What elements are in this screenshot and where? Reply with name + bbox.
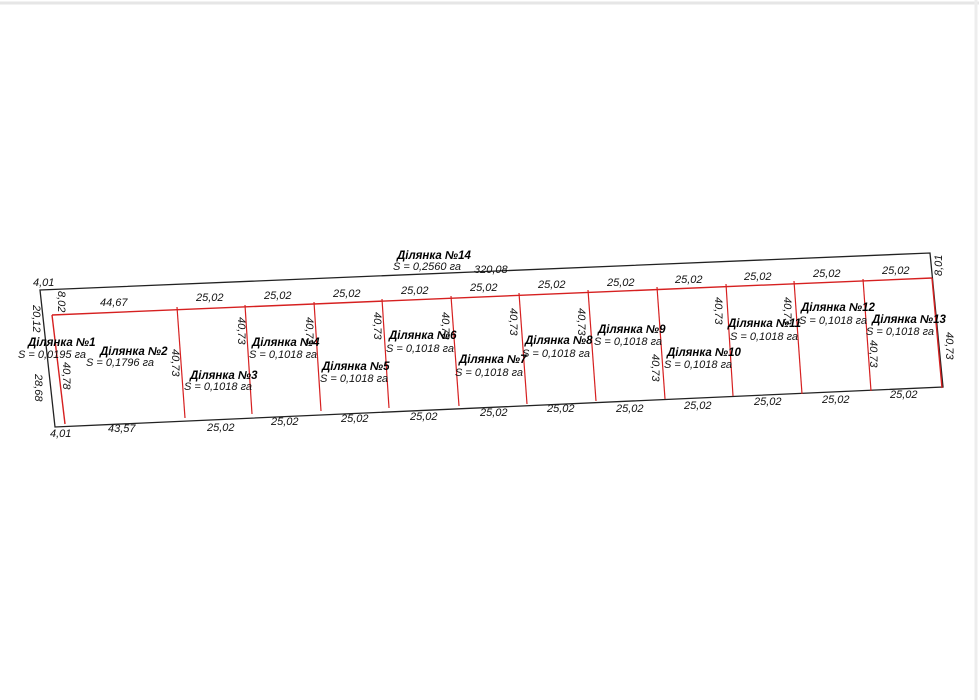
plot-name-9: Ділянка №9 [597, 324, 666, 336]
plot-divider-line [862, 278, 872, 392]
dim-top-segment: 25,02 [469, 282, 498, 294]
dim-depth: 40,73 [781, 297, 793, 325]
dim-left-top: 8,02 [55, 291, 67, 312]
dim-top-segment: 25,02 [812, 268, 841, 280]
dim-bottom-segment: 25,02 [753, 396, 782, 408]
plot-divider-line [381, 298, 390, 409]
dim-top-segment: 25,02 [263, 290, 292, 302]
plot-name-1: Ділянка №1 [27, 337, 96, 349]
plot-labels: Ділянка №14 S = 0,2560 га Ділянка №1 S =… [18, 250, 947, 393]
dim-bottom-segment: 25,02 [615, 403, 644, 415]
dim-depth: 40,73 [712, 297, 724, 325]
dim-top-segment: 25,02 [674, 274, 703, 286]
plot-area-13: S = 0,1018 га [866, 326, 934, 338]
dim-left-lower: 28,68 [32, 373, 44, 402]
plot-name-10: Ділянка №10 [666, 347, 742, 359]
plot-name-8: Ділянка №8 [524, 335, 593, 347]
dim-bottom-left-corner: 4,01 [50, 428, 71, 440]
plot-area-6: S = 0,1018 га [386, 343, 454, 355]
dim-bottom-segment: 25,02 [409, 411, 438, 423]
plot-divider-line [656, 286, 666, 400]
plot-area-11: S = 0,1018 га [730, 331, 798, 343]
dim-depth: 40,73 [169, 349, 181, 377]
dim-depth: 40,73 [235, 317, 247, 345]
dim-bottom-segment: 25,02 [546, 403, 575, 415]
dim-top-left-corner: 4,01 [33, 277, 54, 289]
outer-boundary [39, 252, 944, 428]
dim-inner-first: 44,67 [100, 297, 128, 309]
plot-name-5: Ділянка №5 [321, 361, 390, 373]
plot-area-5: S = 0,1018 га [320, 373, 388, 385]
plot-area-1: S = 0,0195 га [18, 349, 86, 361]
dimension-labels: 320,08 4,01 4,01 8,01 40,73 8,02 20,12 2… [30, 255, 955, 440]
plot-name-4: Ділянка №4 [251, 337, 320, 349]
plot-name-7: Ділянка №7 [458, 354, 527, 366]
dim-top-segment: 25,02 [743, 271, 772, 283]
dim-depth: 40,73 [371, 312, 383, 340]
dim-bottom-segment: 25,02 [479, 407, 508, 419]
plot-name-3: Ділянка №3 [189, 370, 258, 382]
plot-area-4: S = 0,1018 га [249, 349, 317, 361]
dim-top-outer: 320,08 [474, 264, 509, 276]
plot-area-3: S = 0,1018 га [184, 381, 252, 393]
dim-bottom-segment: 25,02 [889, 389, 918, 401]
plot-name-12: Ділянка №12 [800, 302, 876, 314]
plot-area-14: S = 0,2560 га [393, 261, 461, 273]
plot-name-13: Ділянка №13 [871, 314, 947, 326]
plot-area-9: S = 0,1018 га [594, 336, 662, 348]
dim-depth: 40,73 [507, 308, 519, 336]
dim-plot1-right: 40,78 [60, 362, 72, 390]
plot-divider-line [793, 280, 803, 395]
inner-boundary [51, 277, 943, 425]
plot-area-7: S = 0,1018 га [455, 367, 523, 379]
plot-area-8: S = 0,1018 га [522, 348, 590, 360]
dim-depth: 40,73 [649, 354, 661, 382]
dim-depth: 40,73 [867, 340, 879, 368]
plot-divider-line [176, 306, 186, 419]
plot-name-14: Ділянка №14 [396, 250, 472, 262]
dim-bottom-segment: 25,02 [683, 400, 712, 412]
plot-area-10: S = 0,1018 га [664, 359, 732, 371]
plot-area-2: S = 0,1796 га [86, 357, 154, 369]
plot-name-6: Ділянка №6 [388, 330, 457, 342]
plot-name-2: Ділянка №2 [99, 346, 168, 358]
dim-depth: 40,73 [303, 317, 315, 345]
dim-bottom-first: 43,57 [108, 423, 136, 435]
plot-divider-line [518, 292, 528, 405]
dim-bottom-segment: 25,02 [821, 394, 850, 406]
dim-top-segment: 25,02 [537, 279, 566, 291]
plot-name-11: Ділянка №11 [727, 318, 801, 330]
plot-divider-line [313, 301, 322, 412]
dim-top-segment: 25,02 [400, 285, 429, 297]
dim-bottom-segment: 25,02 [206, 422, 235, 434]
dim-top-segment: 25,02 [195, 292, 224, 304]
dim-bottom-segment: 25,02 [270, 416, 299, 428]
dim-left-upper: 20,12 [30, 304, 42, 333]
plot-divider-line [725, 283, 734, 397]
dim-top-segment: 25,02 [881, 265, 910, 277]
plot-divider-line [244, 304, 253, 415]
plot-divider-line [450, 295, 460, 407]
plot-dividers [176, 278, 872, 419]
dim-top-segment: 25,02 [606, 277, 635, 289]
dim-top-segment: 25,02 [332, 288, 361, 300]
plot-divider-line [587, 289, 597, 402]
plot-area-12: S = 0,1018 га [799, 315, 867, 327]
dim-right-top: 8,01 [933, 255, 945, 276]
dim-bottom-segment: 25,02 [340, 413, 369, 425]
dim-depth: 40,73 [439, 312, 451, 340]
dim-depth: 40,73 [575, 308, 587, 336]
dim-right-side: 40,73 [943, 332, 955, 360]
